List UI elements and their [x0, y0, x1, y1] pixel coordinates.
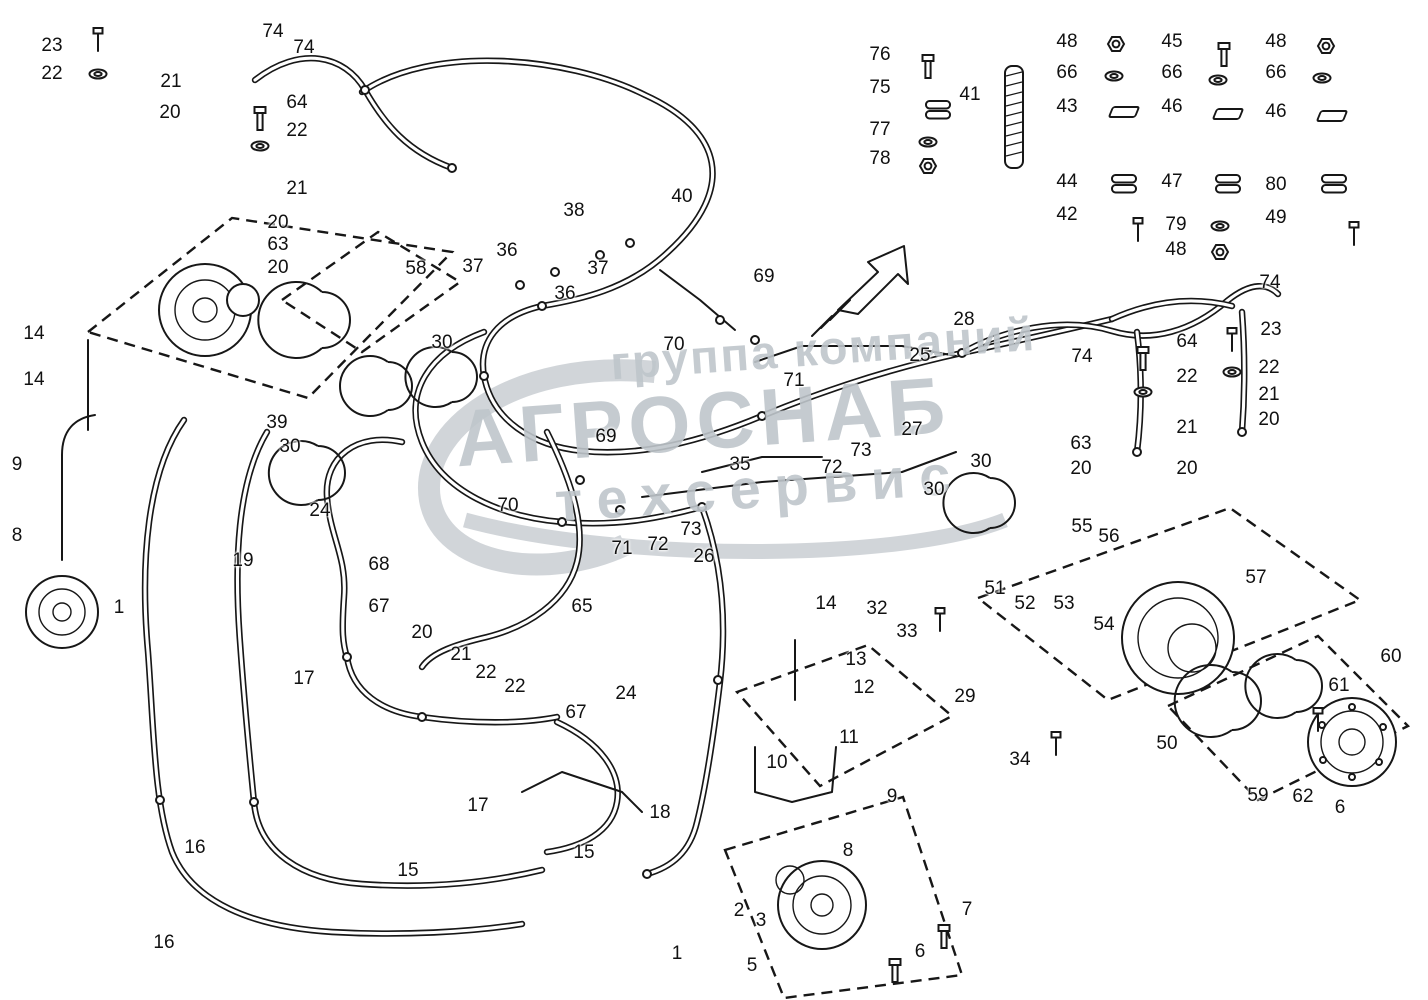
watermark-swoosh — [418, 359, 1008, 576]
hose-lines — [141, 55, 1282, 937]
bolt-icon — [921, 54, 935, 79]
hardware-icons — [88, 27, 1360, 983]
washer-icon — [1222, 366, 1242, 378]
washer-icon — [88, 68, 108, 80]
clamp-icon — [1215, 174, 1241, 194]
washer-icon — [1208, 74, 1228, 86]
drive-motor-top-left — [158, 263, 260, 357]
nut-icon — [919, 158, 937, 174]
screw-icon — [1348, 221, 1360, 246]
screw-icon — [1132, 217, 1144, 242]
screw-icon — [1050, 731, 1062, 756]
washer-icon — [250, 140, 270, 152]
washer-icon — [1210, 220, 1230, 232]
plate-icon — [1211, 108, 1245, 120]
drive-motor-bottom — [775, 860, 867, 950]
bolt-icon — [1217, 42, 1231, 67]
plate-icon — [1107, 106, 1141, 118]
direction-arrow-icon — [811, 245, 909, 337]
washer-icon — [1104, 70, 1124, 82]
brake-shoes — [257, 281, 1323, 738]
washer-icon — [918, 136, 938, 148]
brake-drum-right — [1307, 697, 1397, 787]
clamp-icon — [1111, 174, 1137, 194]
bolt-icon — [888, 958, 902, 983]
plate-icon — [1315, 110, 1349, 122]
screw-icon — [934, 607, 946, 632]
screw-icon — [92, 27, 104, 52]
clamp-icon — [925, 100, 951, 120]
dashed-boxes — [85, 216, 1411, 1000]
washer-icon — [1312, 72, 1332, 84]
screw-icon — [1226, 327, 1238, 352]
spiral-wrap-icon — [1004, 65, 1024, 169]
bolt-icon — [253, 106, 267, 131]
nut-icon — [1211, 244, 1229, 260]
clamp-icon — [1321, 174, 1347, 194]
washer-icon — [1133, 386, 1153, 398]
nut-icon — [1107, 36, 1125, 52]
nut-icon — [1317, 38, 1335, 54]
bolt-icon — [937, 924, 951, 949]
fittings — [155, 85, 1247, 879]
drive-motor-left — [25, 575, 99, 649]
drive-motor-right — [1121, 581, 1235, 695]
